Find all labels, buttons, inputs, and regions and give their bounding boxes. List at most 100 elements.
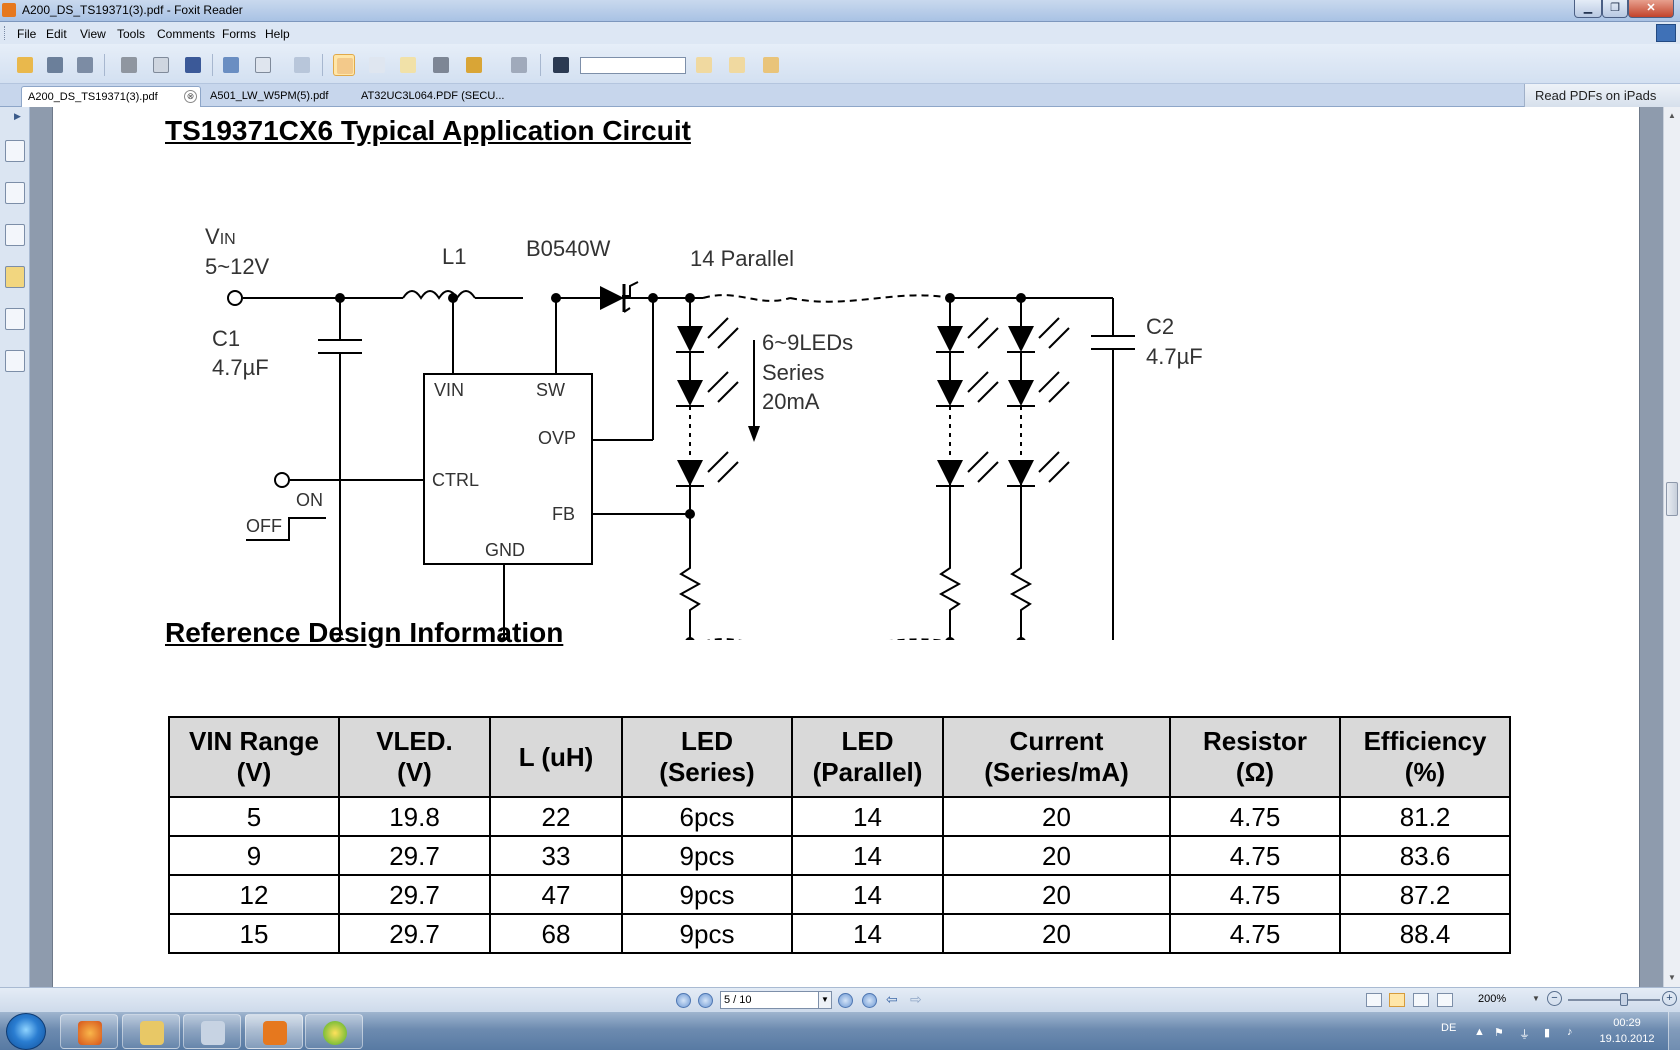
volume-speaker-icon[interactable]: ♪ [1567, 1026, 1573, 1038]
table-row: 5 19.8 22 6pcs 14 20 4.75 81.2 [168, 796, 1511, 837]
continuous-facing-view-icon[interactable] [1437, 993, 1453, 1007]
parallel-label: 14 Parallel [690, 246, 794, 271]
comment-tool-icon[interactable] [760, 54, 782, 76]
system-clock[interactable]: 00:29 19.10.2012 [1594, 1015, 1660, 1047]
menu-edit[interactable]: Edit [46, 27, 67, 41]
toolbar-separator [540, 54, 541, 76]
table-cell: 14 [791, 796, 944, 837]
calculator-taskbar-button[interactable] [183, 1014, 241, 1049]
table-cell: 9 [168, 835, 340, 876]
signatures-icon[interactable] [5, 350, 25, 372]
explorer-taskbar-button[interactable] [122, 1014, 180, 1049]
zoom-page-icon[interactable] [252, 54, 274, 76]
document-viewport[interactable]: TS19371CX6 Typical Application Circuit [30, 107, 1663, 987]
save-icon[interactable] [44, 54, 66, 76]
select-arrow-icon[interactable] [366, 54, 388, 76]
menu-file[interactable]: File [17, 27, 37, 41]
start-button-windows-icon[interactable] [6, 1013, 46, 1050]
pages-panel-icon[interactable] [5, 182, 25, 204]
rms-lock-icon[interactable] [463, 54, 485, 76]
page-dropdown-chevron-down-icon[interactable]: ▼ [818, 992, 831, 1008]
text-select-icon[interactable] [397, 54, 419, 76]
menu-comments[interactable]: Comments [157, 27, 216, 41]
attachments-icon[interactable] [5, 308, 25, 330]
folder-icon [140, 1021, 164, 1045]
zoom-slider-thumb[interactable] [1620, 993, 1628, 1006]
zoom-level[interactable]: 200% [1478, 993, 1507, 1005]
tab-a200[interactable]: A200_DS_TS19371(3).pdf [21, 86, 201, 107]
firefox-taskbar-button[interactable] [60, 1014, 118, 1049]
single-page-view-icon[interactable] [1366, 993, 1382, 1007]
first-page-icon[interactable] [676, 993, 691, 1008]
clock-time: 00:29 [1613, 1017, 1641, 1029]
scrollbar-thumb[interactable] [1666, 482, 1678, 516]
menu-help[interactable]: Help [265, 27, 290, 41]
zoom-dropdown-chevron-down-icon[interactable]: ▼ [1532, 994, 1540, 1003]
tab-a501[interactable]: A501_LW_W5PM(5).pdf [210, 90, 329, 102]
document-tab-bar: ◁ A200_DS_TS19371(3).pdf A501_LW_W5PM(5)… [0, 84, 1680, 183]
table-cell: 14 [791, 913, 944, 954]
pages-icon[interactable] [291, 54, 313, 76]
bookmarks-icon[interactable] [5, 140, 25, 162]
table-row: 12 29.7 47 9pcs 14 20 4.75 87.2 [168, 874, 1511, 915]
go-back-icon[interactable]: ⇦ [886, 991, 898, 1007]
vertical-scrollbar[interactable]: ▲ ▼ [1663, 107, 1680, 987]
find-input[interactable] [580, 57, 686, 74]
circuit-heading: TS19371CX6 Typical Application Circuit [165, 115, 691, 146]
snapshot-icon[interactable] [430, 54, 452, 76]
layers-icon[interactable] [5, 224, 25, 246]
open-icon[interactable] [14, 54, 36, 76]
menu-tools[interactable]: Tools [117, 27, 146, 41]
previous-page-icon[interactable] [698, 993, 713, 1008]
zoom-out-icon[interactable]: − [1547, 991, 1562, 1006]
find-previous-icon[interactable] [693, 54, 715, 76]
menu-view[interactable]: View [80, 27, 106, 41]
table-cell: 20 [942, 835, 1171, 876]
scroll-down-icon[interactable]: ▼ [1668, 973, 1676, 982]
zoom-in-icon[interactable]: + [1662, 991, 1677, 1006]
language-indicator[interactable]: DE [1441, 1022, 1457, 1034]
table-cell: 5 [168, 796, 340, 837]
table-cell: 29.7 [338, 913, 491, 954]
show-desktop-button[interactable] [1668, 1012, 1680, 1050]
find-binoculars-icon[interactable] [550, 54, 572, 76]
page-number-input[interactable]: 5 / 10 ▼ [720, 991, 832, 1009]
table-cell: 20 [942, 874, 1171, 915]
tray-expand-icon[interactable]: ▲ [1474, 1026, 1485, 1038]
go-forward-icon[interactable]: ⇨ [910, 991, 922, 1007]
table-cell: 88.4 [1339, 913, 1511, 954]
menu-forms[interactable]: Forms [222, 27, 256, 41]
read-pdfs-ipad-tab[interactable]: Read PDFs on iPads [1524, 84, 1680, 107]
hand-tool-icon[interactable] [333, 54, 355, 76]
close-button[interactable]: ✕ [1628, 0, 1674, 18]
panel-expand-icon[interactable]: ▶ [14, 111, 21, 121]
facing-view-icon[interactable] [1413, 993, 1429, 1007]
find-next-icon[interactable] [726, 54, 748, 76]
last-page-icon[interactable] [862, 993, 877, 1008]
tab-at32[interactable]: AT32UC3L064.PDF (SECU... [361, 90, 505, 102]
scroll-up-icon[interactable]: ▲ [1668, 111, 1676, 120]
comments-panel-icon[interactable] [5, 266, 25, 288]
zoom-slider-track[interactable] [1568, 999, 1660, 1001]
foxit-taskbar-button[interactable] [245, 1014, 303, 1049]
expand-icon[interactable] [1656, 24, 1676, 42]
table-cell: 4.75 [1169, 796, 1341, 837]
power-plug-icon[interactable]: ⏚ [1519, 1029, 1530, 1041]
icq-taskbar-button[interactable] [305, 1014, 363, 1049]
continuous-view-icon[interactable] [1389, 993, 1405, 1007]
minimize-button[interactable]: ▁ [1574, 0, 1602, 18]
sign-tool-icon[interactable] [508, 54, 530, 76]
menu-bar: File Edit View Tools Comments Forms Help [0, 22, 1680, 44]
facebook-icon[interactable] [182, 54, 204, 76]
action-center-flag-icon[interactable]: ⚑ [1494, 1027, 1504, 1039]
save-as-icon[interactable] [74, 54, 96, 76]
tab-close-icon[interactable]: ⊗ [184, 90, 197, 103]
email-icon[interactable] [150, 54, 172, 76]
leds-count-label: 6~9LEDs [762, 330, 853, 355]
next-page-icon[interactable] [838, 993, 853, 1008]
table-cell: 83.6 [1339, 835, 1511, 876]
maximize-button[interactable]: ❐ [1602, 0, 1628, 18]
network-signal-icon[interactable]: ▮ [1544, 1027, 1551, 1039]
print-icon[interactable] [118, 54, 140, 76]
presentation-icon[interactable] [220, 54, 242, 76]
